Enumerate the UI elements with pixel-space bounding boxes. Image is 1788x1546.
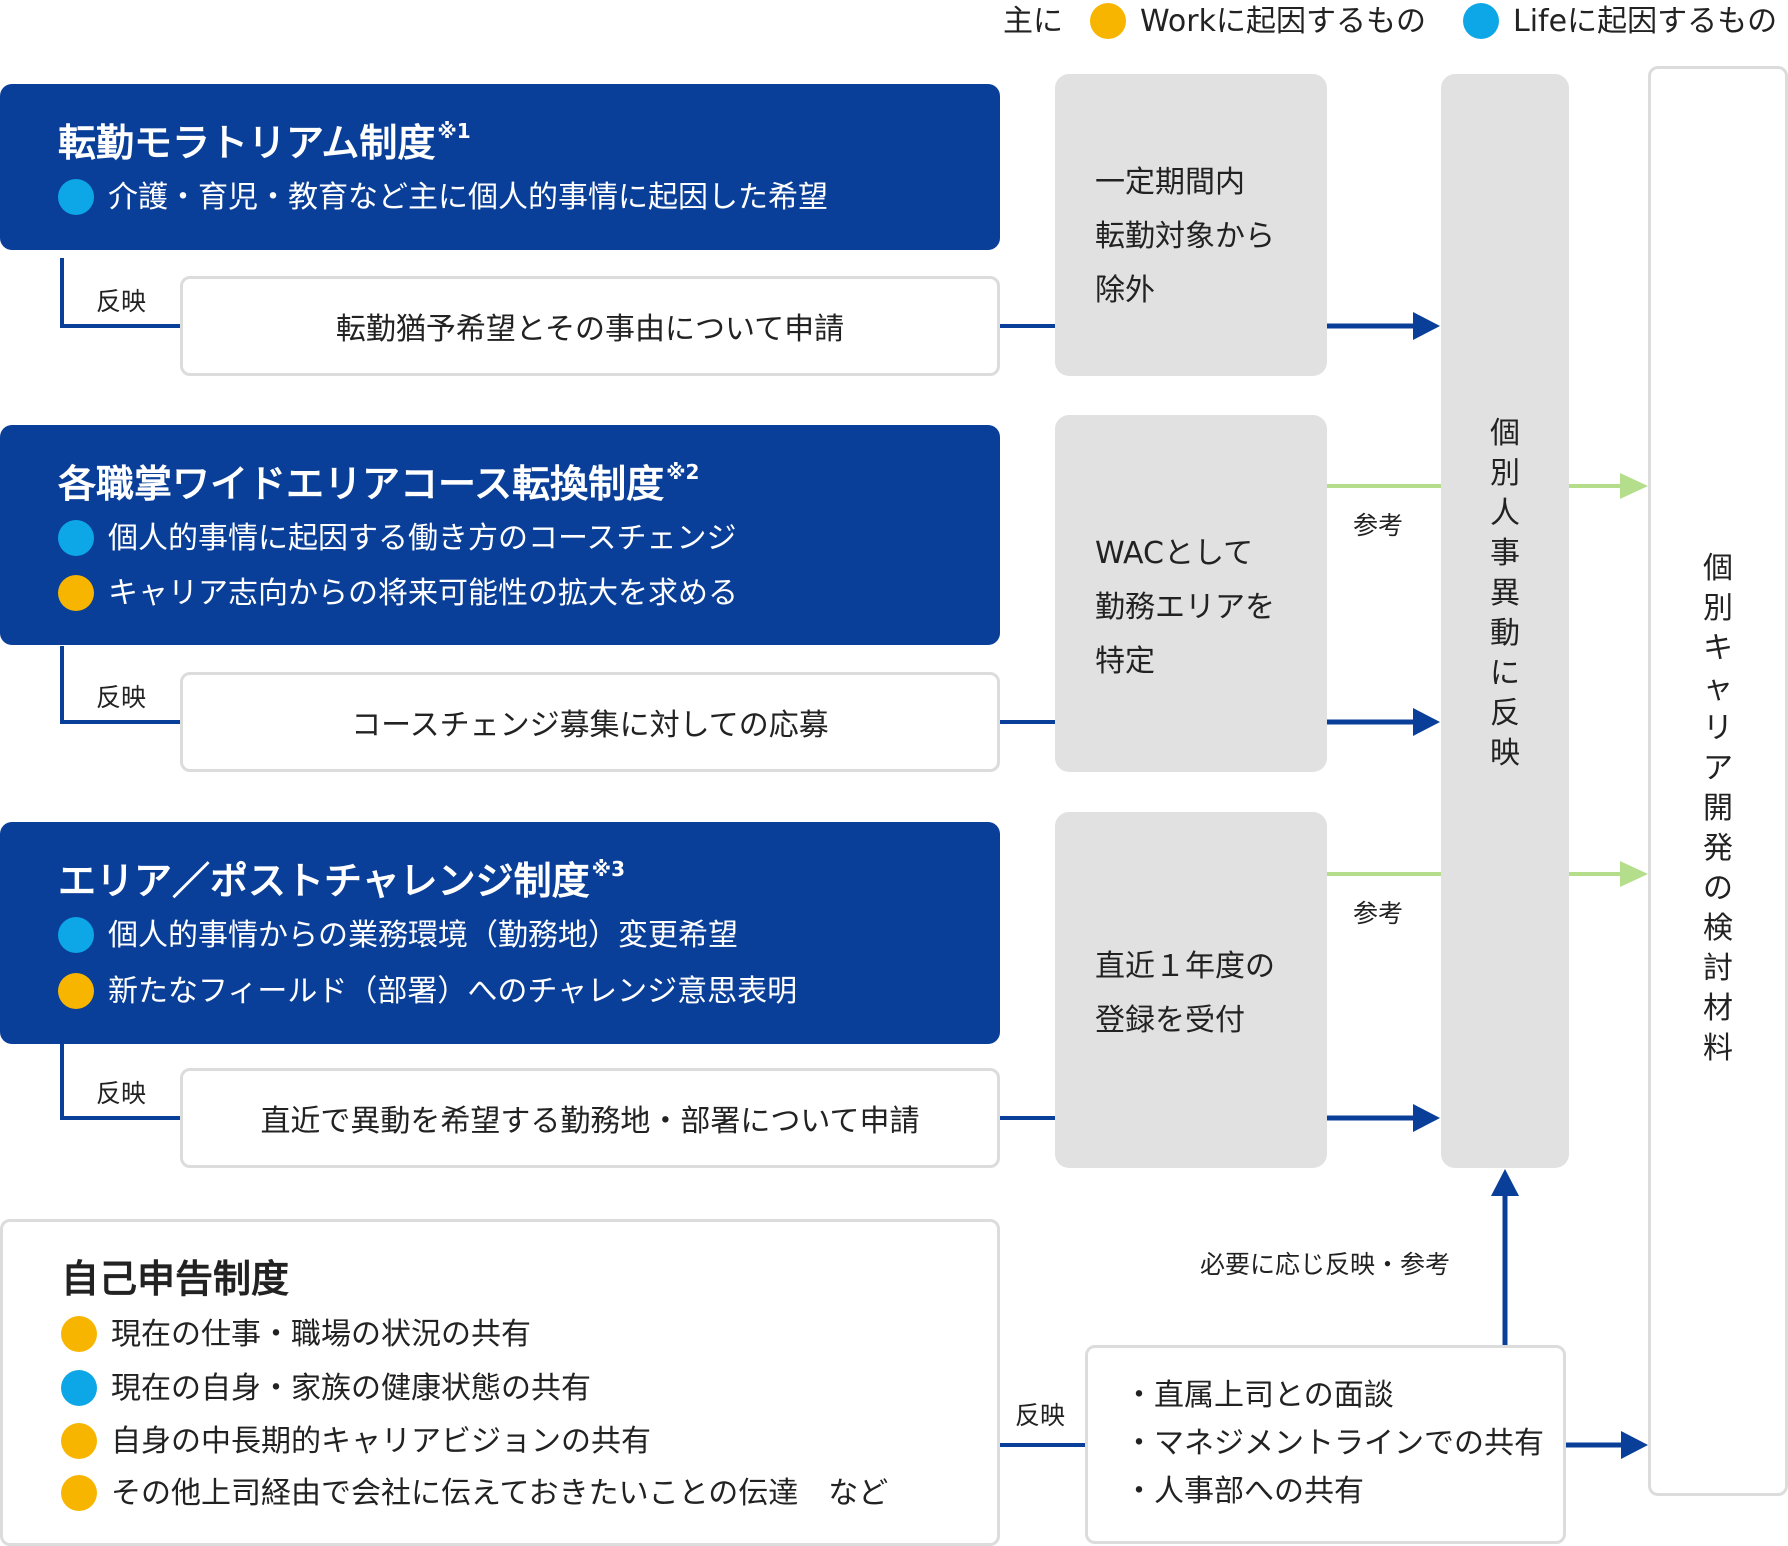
legend-prefix: 主に — [1003, 4, 1063, 39]
ref-label: 参考 — [1353, 899, 1404, 928]
work-dot-icon — [61, 1474, 97, 1511]
vertical-char: 動 — [1490, 616, 1520, 651]
process-text: 直近１年度の 登録を受付 — [1095, 949, 1275, 1038]
vertical-char: 個 — [1703, 551, 1733, 586]
process-box-3: 直近１年度の 登録を受付 — [1055, 812, 1327, 1168]
system-box-wide-area: 各職掌ワイドエリアコース転換制度※2 個人的事情に起因する働き方のコースチェンジ… — [0, 425, 1000, 645]
system-title: 転勤モラトリアム制度※1 — [58, 119, 471, 165]
life-dot-icon — [1463, 2, 1499, 39]
legend-life: Lifeに起因するもの — [1463, 2, 1777, 42]
vertical-char: 料 — [1703, 1031, 1733, 1066]
action-item: ・人事部への共有 — [1124, 1474, 1364, 1509]
arrowhead-2 — [1413, 708, 1440, 736]
green-reference-lines — [1327, 473, 1648, 887]
vertical-char: 映 — [1490, 736, 1520, 771]
arrowhead-4 — [1621, 1431, 1648, 1459]
work-dot-icon — [61, 1315, 97, 1352]
vertical-char: リ — [1703, 711, 1733, 746]
vertical-char: 検 — [1703, 911, 1733, 946]
system-title: 各職掌ワイドエリアコース転換制度※2 — [58, 460, 700, 506]
vertical-char: 異 — [1490, 576, 1520, 611]
work-dot-icon — [58, 972, 94, 1009]
vertical-char: 材 — [1703, 991, 1733, 1026]
vertical-char: 別 — [1703, 591, 1733, 626]
vertical-char: ャ — [1703, 671, 1733, 706]
system-bullet: 個人的事情に起因する働き方のコースチェンジ — [58, 519, 737, 559]
vertical-char: 反 — [1490, 696, 1520, 731]
vertical-char: 別 — [1490, 456, 1520, 491]
vertical-char: 個 — [1490, 416, 1520, 451]
vertical-char: ア — [1703, 751, 1733, 786]
life-dot-icon — [58, 916, 94, 953]
vertical-char: 発 — [1703, 831, 1733, 866]
personnel-reflect-column: 個別人事異動に反映 — [1441, 74, 1569, 1168]
process-box-1: 一定期間内 転勤対象から 除外 — [1055, 74, 1327, 376]
self-report-bullet: 自身の中長期的キャリアビジョンの共有 — [61, 1422, 651, 1462]
arrowhead-up — [1491, 1169, 1519, 1196]
reflect-label: 反映 — [96, 287, 147, 316]
process-text: 一定期間内 転勤対象から 除外 — [1095, 165, 1275, 308]
reflect-elbow-1 — [60, 258, 180, 328]
work-dot-icon — [1090, 2, 1126, 39]
self-report-bullet: 現在の仕事・職場の状況の共有 — [61, 1315, 531, 1355]
system-title: エリア／ポストチャレンジ制度※3 — [58, 857, 625, 903]
vertical-char: の — [1703, 871, 1733, 906]
work-dot-icon — [58, 574, 94, 611]
reflect-label: 反映 — [96, 1079, 147, 1108]
vertical-char: に — [1490, 656, 1520, 691]
action-item: ・直属上司との面談 — [1124, 1378, 1394, 1413]
action-box-3: 直近で異動を希望する勤務地・部署について申請 — [180, 1068, 1000, 1168]
arrowhead-1 — [1413, 312, 1440, 340]
legend-work: Workに起因するもの — [1090, 2, 1426, 42]
system-bullet: 個人的事情からの業務環境（勤務地）変更希望 — [58, 916, 738, 956]
work-dot-icon — [61, 1422, 97, 1459]
system-bullet: 新たなフィールド（部署）へのチャレンジ意思表明 — [58, 972, 797, 1012]
system-box-moratorium: 転勤モラトリアム制度※1 介護・育児・教育など主に個人的事情に起因した希望 — [0, 84, 1000, 250]
self-report-bullet: 現在の自身・家族の健康状態の共有 — [61, 1369, 591, 1409]
ref-label: 参考 — [1353, 511, 1404, 540]
arrowhead-3 — [1413, 1104, 1440, 1132]
process-box-2: WACとして 勤務エリアを 特定 — [1055, 415, 1327, 772]
system-bullet: キャリア志向からの将来可能性の拡大を求める — [58, 574, 738, 614]
life-dot-icon — [61, 1369, 97, 1406]
vertical-char: 人 — [1490, 496, 1520, 531]
personnel-vertical-text: 個別人事異動に反映 — [1441, 414, 1569, 774]
system-bullet: 介護・育児・教育など主に個人的事情に起因した希望 — [58, 178, 828, 218]
vertical-char: 討 — [1703, 951, 1733, 986]
up-label: 必要に応じ反映・参考 — [1200, 1250, 1451, 1279]
navy-arrows — [1327, 312, 1648, 1459]
life-dot-icon — [58, 178, 94, 215]
self-report-title: 自己申告制度 — [61, 1257, 290, 1301]
action-box-2: コースチェンジ募集に対しての応募 — [180, 672, 1000, 772]
self-report-actions-box: ・直属上司との面談 ・マネジメントラインでの共有 ・人事部への共有 — [1085, 1345, 1566, 1544]
life-dot-icon — [58, 519, 94, 556]
vertical-char: 事 — [1490, 536, 1520, 571]
self-report-actions: ・直属上司との面談 ・マネジメントラインでの共有 ・人事部への共有 — [1124, 1372, 1544, 1516]
reflect-label: 反映 — [96, 683, 147, 712]
self-report-bullet: その他上司経由で会社に伝えておきたいことの伝達 など — [61, 1474, 888, 1514]
career-vertical-text: 個別キャリア開発の検討材料 — [1651, 549, 1785, 1069]
system-box-challenge: エリア／ポストチャレンジ制度※3 個人的事情からの業務環境（勤務地）変更希望 新… — [0, 822, 1000, 1044]
action-box-1: 転勤猶予希望とその事由について申請 — [180, 276, 1000, 376]
reflect-label: 反映 — [1015, 1401, 1066, 1430]
career-material-column: 個別キャリア開発の検討材料 — [1648, 66, 1788, 1496]
action-item: ・マネジメントラインでの共有 — [1124, 1426, 1544, 1461]
reflect-elbow-3 — [60, 1043, 180, 1120]
self-report-box: 自己申告制度 現在の仕事・職場の状況の共有 現在の自身・家族の健康状態の共有 自… — [0, 1219, 1000, 1546]
process-text: WACとして 勤務エリアを 特定 — [1095, 536, 1275, 679]
reflect-elbow-2 — [60, 646, 180, 724]
vertical-char: キ — [1703, 631, 1733, 666]
vertical-char: 開 — [1703, 791, 1733, 826]
